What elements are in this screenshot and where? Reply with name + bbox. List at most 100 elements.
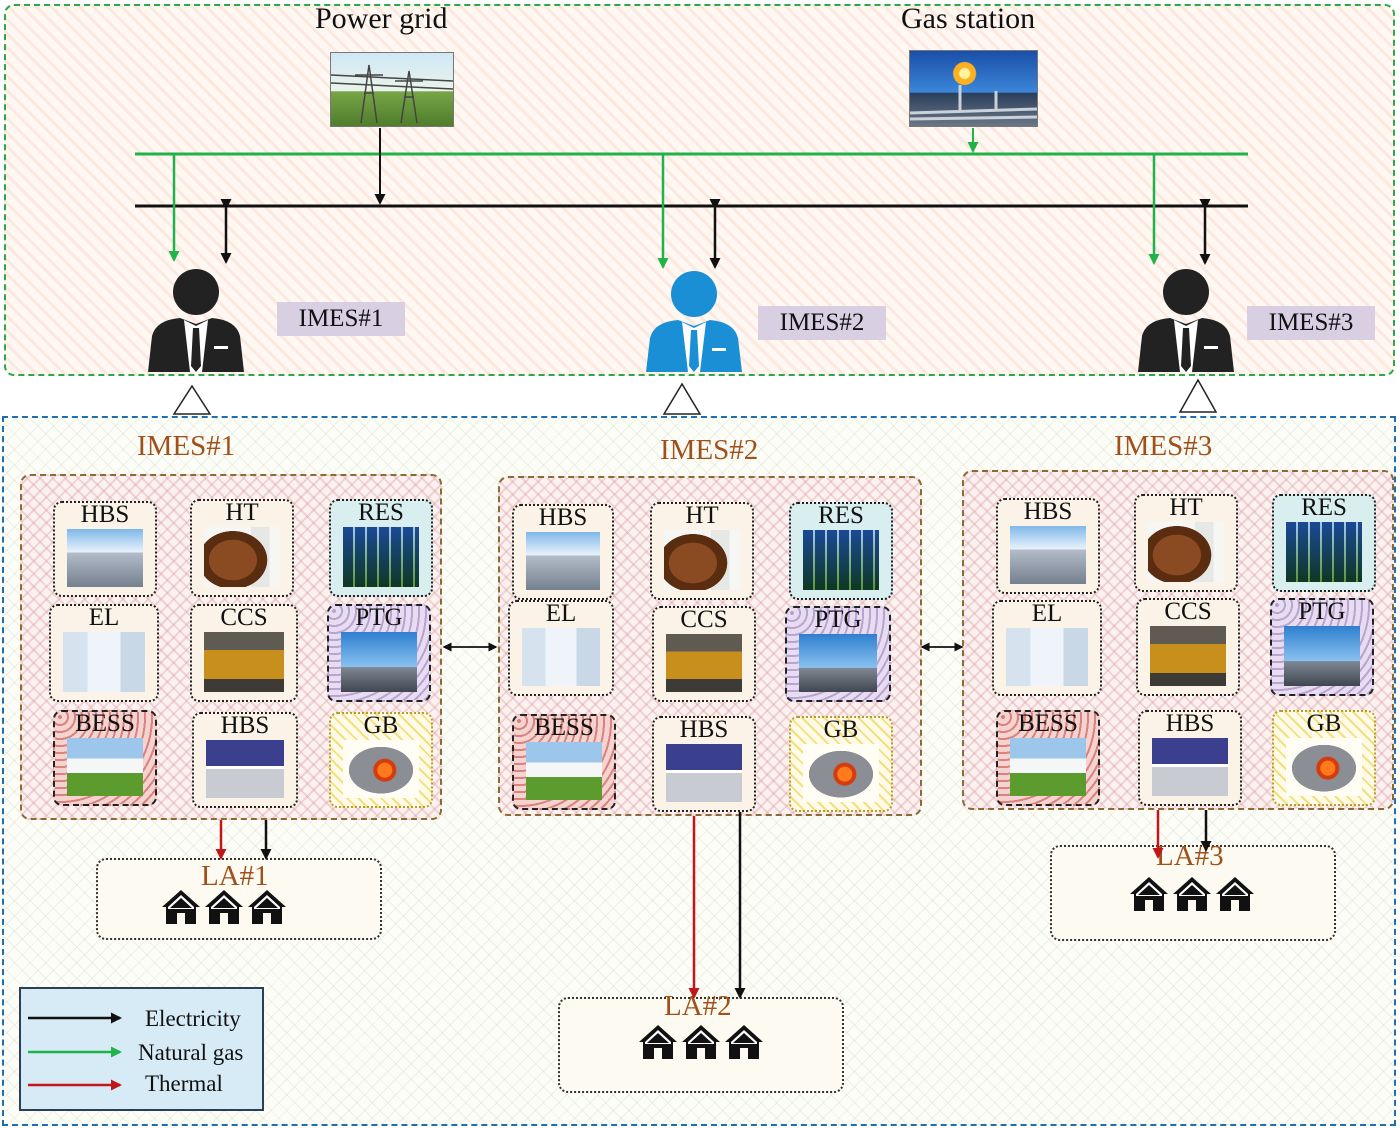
ccs-image [1150,626,1226,686]
hbs-storage-image [206,740,284,798]
hbs-image [526,532,600,590]
gb-image [803,744,879,802]
imes1-tile-label: CCS [220,604,268,631]
ptg-image [799,634,877,692]
house-icon [1173,877,1211,911]
imes2-tile-ht: HT [650,502,754,600]
la1-box [96,858,382,940]
imes2-operator-head [671,271,717,317]
gb-image [343,740,419,798]
hbs-storage-image [666,744,742,802]
imes1-tile-bess: BESS [53,710,157,806]
res-image [803,530,879,590]
hbs-image [67,529,143,587]
imes2-tile-res: RES [789,502,893,600]
imes1-tile-ptg: PTG [327,604,431,702]
imes1-tile-gb: GB [329,712,433,808]
imes2-operator-icon [646,271,742,372]
imes1-tile-label: EL [88,604,120,631]
power-grid-image [330,52,454,127]
imes3-tile-label: EL [1031,600,1063,627]
ht-image [204,527,280,587]
bess-image [1010,738,1086,796]
link-triangle-imes1 [172,384,212,415]
house-icon [725,1025,763,1059]
house-icon [682,1025,720,1059]
imes3-tile-label: RES [1301,494,1347,521]
ccs-image [204,632,284,692]
imes3-tile-label: PTG [1298,598,1346,625]
hbs-storage-image [1152,738,1228,796]
imes3-tile-ht: HT [1134,494,1238,592]
imes1-cluster: HBS HT RES EL CCS PTG BESS HBS GB [20,474,442,820]
bess-image [67,738,143,796]
legend-label-natural-gas: Natural gas [138,1040,244,1065]
el-image [1006,628,1088,686]
house-icon [205,890,243,924]
imes1-tile-label: HBS [80,501,130,528]
imes1-tile-label: PTG [355,604,403,631]
imes1-tile-label: BESS [75,710,135,737]
imes1-tile-ht: HT [190,499,294,597]
imes3-title: IMES#3 [1114,430,1213,462]
legend [19,987,264,1111]
la3-box [1050,845,1336,941]
imes1-tile-label: RES [358,499,404,526]
imes2-tile-hbs: HBS [512,504,614,600]
house-icon [1216,877,1254,911]
ht-image [1148,522,1224,582]
imes2-cluster: HBS HT RES EL CCS PTG BESS HBS GB [498,476,922,816]
gb-image [1286,738,1362,796]
imes3-tile-ccs: CCS [1136,598,1240,696]
imes1-tile-label: HBS [220,712,270,739]
hbs-image [1010,526,1086,584]
imes2-tile-label: PTG [814,606,862,633]
imes1-tile-ccs: CCS [190,604,298,702]
imes1-tile-label: HT [225,499,259,526]
imes3-tile-el: EL [992,600,1102,696]
imes1-tile-hbs: HBS [53,501,157,597]
imes3-operator-head [1163,269,1209,315]
legend-label-thermal: Thermal [145,1071,223,1096]
imes3-tile-ptg: PTG [1270,598,1374,696]
gas-pipeline-icon [909,85,1038,121]
ccs-image [666,634,742,692]
la1-label: LA#1 [201,860,269,892]
link-triangle-imes3 [1178,378,1218,413]
la3-label: LA#3 [1156,840,1224,872]
imes2-tag: IMES#2 [758,306,886,340]
imes2-tile-ptg: PTG [785,606,891,702]
imes2-tile-label: HBS [679,716,729,743]
imes2-tile-label: BESS [534,714,594,741]
imes1-tile-label: GB [363,712,399,739]
imes3-tile-label: HBS [1023,498,1073,525]
imes3-tile-hbs-2: HBS [1138,710,1242,806]
imes1-tile-hbs-2: HBS [192,712,298,808]
imes2-tile-gb: GB [789,716,893,812]
imes1-tile-res: RES [329,499,433,597]
imes3-tile-label: HBS [1165,710,1215,737]
imes1-operator-head [173,269,219,315]
res-image [1286,522,1362,582]
gas-station-image [909,50,1038,127]
imes3-tile-hbs: HBS [996,498,1100,594]
imes3-tile-label: BESS [1018,710,1078,737]
bess-image [526,742,602,800]
ptg-image [1284,626,1360,686]
imes2-title: IMES#2 [660,434,759,466]
imes2-tile-label: CCS [680,606,728,633]
imes1-tile-el: EL [49,604,159,702]
imes3-operator-icon [1138,269,1234,372]
res-image [343,527,419,587]
house-icon [248,890,286,924]
imes1-title: IMES#1 [137,430,236,462]
house-icon [162,890,200,924]
imes3-tile-res: RES [1272,494,1376,592]
imes1-operator-icon [148,269,244,372]
imes2-tile-ccs: CCS [652,606,756,702]
imes1-tag: IMES#1 [277,302,405,336]
imes2-tile-label: HBS [538,504,588,531]
imes2-tile-label: RES [818,502,864,529]
house-icon [1130,877,1168,911]
